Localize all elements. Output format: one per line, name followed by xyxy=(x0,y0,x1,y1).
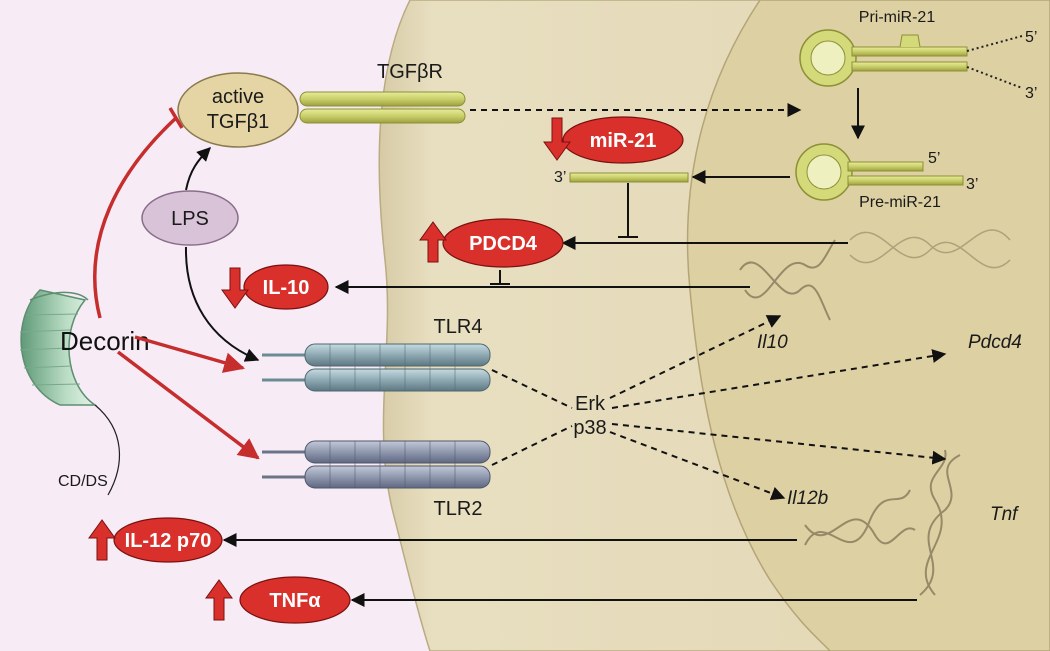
inhibit-black xyxy=(490,183,638,285)
dna-helix-il10 xyxy=(739,239,836,321)
il10-pill xyxy=(243,264,329,310)
cdds-label: CD/DS xyxy=(58,473,108,490)
mir21-strand xyxy=(569,172,689,183)
erk-label: Erk xyxy=(575,393,606,415)
decorin-effects xyxy=(93,107,260,460)
pri-mir21-label: Pri-miR-21 xyxy=(859,9,936,26)
cd-ds-chain xyxy=(94,404,121,496)
il10-pill-text: IL-10 xyxy=(263,277,310,299)
tnfa-pill xyxy=(239,576,351,624)
gene-il10: Il10 xyxy=(757,332,788,353)
up-arrow-il12 xyxy=(88,519,116,561)
il12-pill-text: IL-12 p70 xyxy=(125,530,212,552)
dashed-signaling xyxy=(491,315,947,501)
active-label: active xyxy=(212,86,264,108)
tgfb1-label: TGFβ1 xyxy=(207,111,270,133)
pre-five-prime: 5’ xyxy=(928,150,940,167)
tlr2-label: TLR2 xyxy=(434,498,483,520)
pri-mir21-hairpin xyxy=(799,29,968,87)
tgfbr-label: TGFβR xyxy=(377,61,443,83)
mir21-three-prime: 3’ xyxy=(554,169,566,186)
tnfa-pill-text: TNFα xyxy=(269,590,321,612)
pdcd4-pill xyxy=(442,218,564,268)
dna-helix-pdcd4 xyxy=(849,229,1011,269)
up-arrow-tnfa xyxy=(205,579,233,621)
decorin-molecule xyxy=(19,289,98,406)
down-arrow-il10 xyxy=(221,267,249,309)
down-arrow-mir21 xyxy=(543,117,571,161)
mir21-pill-text: miR-21 xyxy=(590,130,657,152)
pre-mir21-hairpin xyxy=(795,143,964,201)
arrows-black xyxy=(184,88,917,607)
lps-ellipse xyxy=(141,190,239,246)
pre-three-prime: 3’ xyxy=(966,176,978,193)
tlr2-receptor xyxy=(262,440,491,489)
gene-tnf: Tnf xyxy=(990,504,1019,525)
il12-pill xyxy=(113,517,223,563)
tgfbr-receptor xyxy=(299,91,466,124)
tlr4-receptor xyxy=(262,343,491,392)
up-arrow-pdcd4 xyxy=(419,221,447,263)
decorin-label: Decorin xyxy=(60,326,150,356)
mir21-pill xyxy=(562,116,684,164)
tlr4-label: TLR4 xyxy=(434,316,483,338)
active-tgfb1-ellipse xyxy=(177,72,299,148)
dna-helix-il12b xyxy=(804,489,916,546)
lps-label: LPS xyxy=(171,208,209,230)
gene-pdcd4: Pdcd4 xyxy=(968,332,1022,353)
p38-label: p38 xyxy=(573,417,606,439)
gene-il12b: Il12b xyxy=(787,488,828,509)
pdcd4-pill-text: PDCD4 xyxy=(469,233,538,255)
pri-three-prime: 3’ xyxy=(1025,85,1037,102)
dna-helix-tnf xyxy=(919,449,961,596)
pri-five-prime: 5’ xyxy=(1025,29,1037,46)
pre-mir21-label: Pre-miR-21 xyxy=(859,194,941,211)
